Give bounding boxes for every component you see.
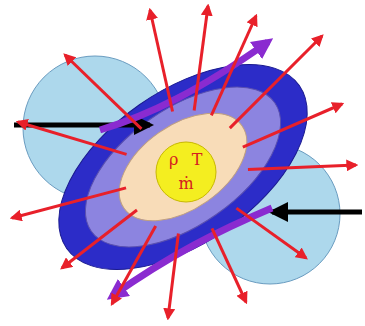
outflow-arrow <box>112 226 156 304</box>
inflow-arrow <box>272 210 362 215</box>
outflow-arrow <box>243 104 342 147</box>
quantity-symbol: ρ <box>169 152 178 168</box>
outflow-arrow <box>230 36 322 128</box>
outflow-arrow <box>150 10 173 111</box>
circulation-arrow <box>112 208 272 296</box>
outflow-arrow <box>194 6 208 111</box>
outflow-arrow <box>18 122 127 154</box>
core-outline <box>155 141 217 203</box>
core-circle: ρTṁ <box>155 141 217 203</box>
outflow-arrow <box>211 16 256 115</box>
outflow-arrow <box>236 208 306 258</box>
outflow-arrow <box>65 55 141 129</box>
quantity-symbol: T <box>192 152 203 168</box>
outflow-arrow <box>62 210 137 268</box>
outflow-arrow <box>12 188 126 218</box>
outflow-arrow <box>168 234 178 318</box>
outflow-arrow <box>212 228 246 302</box>
quantity-symbol: ṁ <box>178 176 193 192</box>
outflow-arrow <box>248 165 356 169</box>
